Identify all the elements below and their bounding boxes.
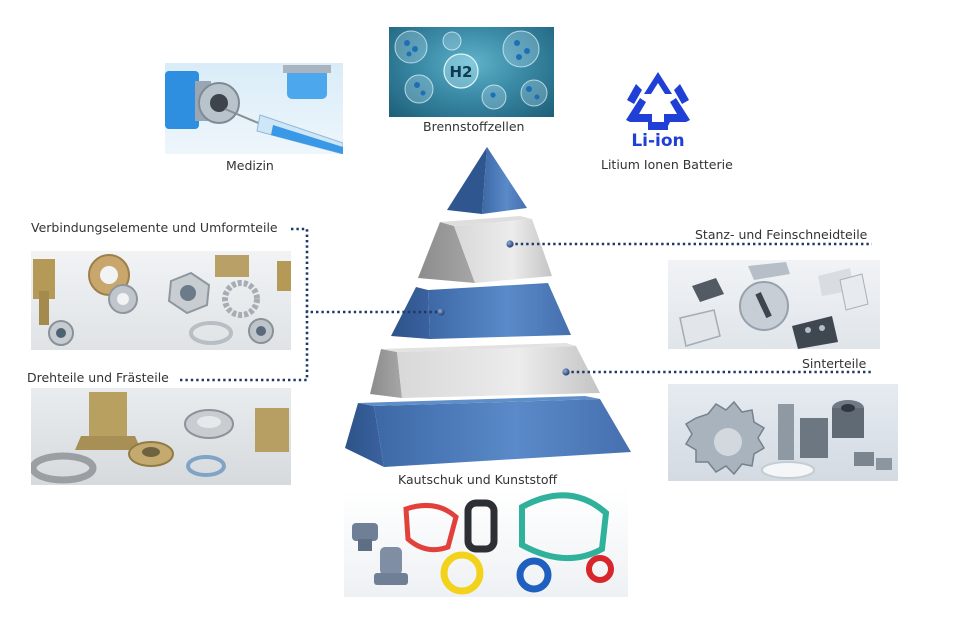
pyramid-tier-base [345, 396, 631, 467]
label-turning: Drehteile und Frästeile [27, 370, 169, 385]
label-fuel-cells: Brennstoffzellen [423, 119, 525, 134]
label-li-ion-battery: Litium Ionen Batterie [601, 157, 733, 172]
label-medicine: Medizin [226, 158, 274, 173]
recycle-icon: Li-ion [626, 72, 690, 150]
connector-dot-tier-3 [437, 308, 445, 316]
turning-image [31, 388, 291, 485]
svg-text:Li-ion: Li-ion [631, 131, 684, 150]
stamping-image [668, 260, 880, 349]
pyramid-tier-top [447, 147, 527, 214]
connector-dot-tier-4 [562, 368, 570, 376]
pyramid-tier-2 [418, 216, 552, 283]
sintered-image [668, 384, 898, 481]
rubber-image [344, 489, 628, 597]
medicine-image [165, 63, 343, 154]
fuel-cells-image: H2 [389, 27, 554, 117]
pyramid-tier-3 [391, 283, 571, 339]
label-rubber: Kautschuk und Kunststoff [398, 472, 558, 487]
label-fasteners: Verbindungselemente und Umformteile [31, 220, 278, 235]
li-ion-logo: Li-ion [622, 70, 694, 150]
h2-symbol: H2 [450, 63, 473, 81]
connector-lines [180, 227, 872, 382]
connector-dot-tier-2 [506, 240, 514, 248]
pyramid-tier-4 [370, 343, 600, 398]
label-stamping: Stanz- und Feinschneidteile [695, 227, 868, 242]
fasteners-image [31, 251, 291, 350]
label-sintered: Sinterteile [802, 356, 867, 371]
